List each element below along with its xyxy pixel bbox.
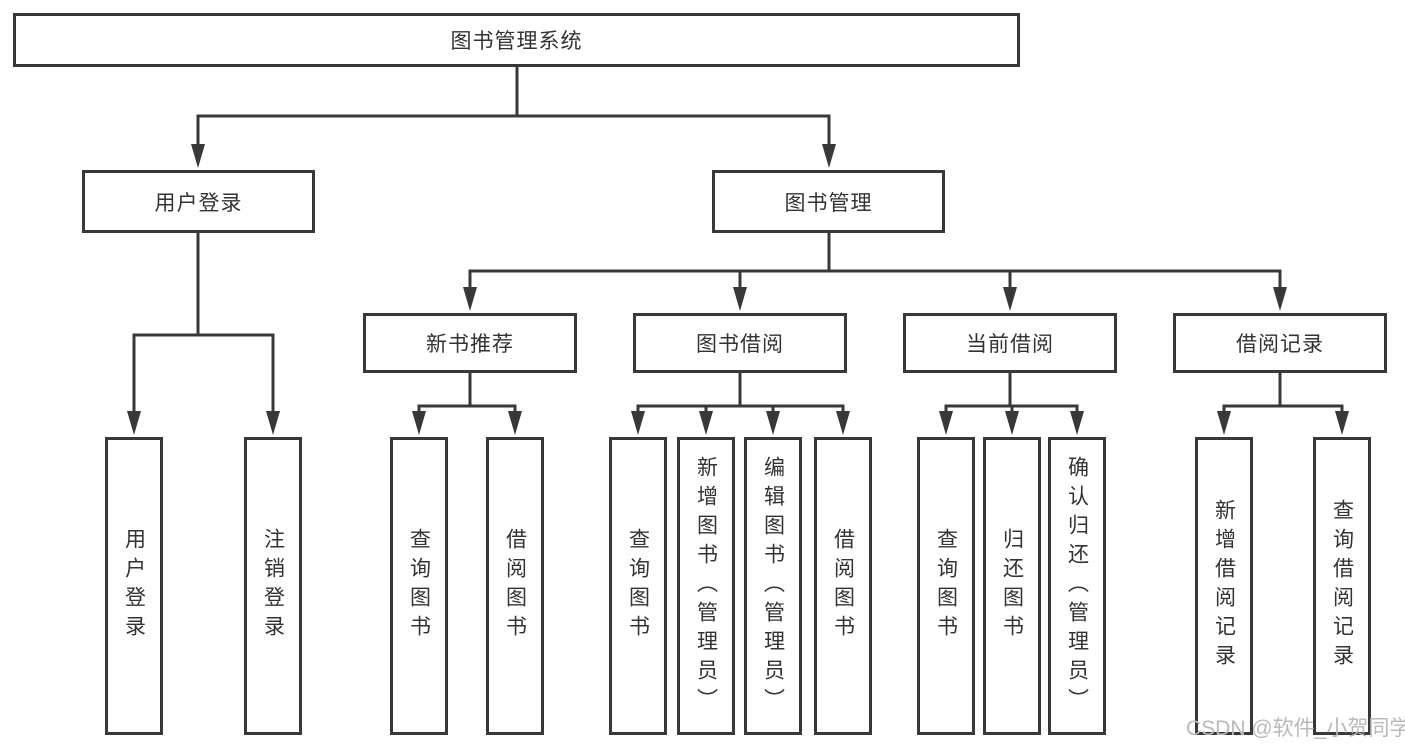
node-label: 确认归还（管理员） xyxy=(1065,455,1089,717)
node-query-borrow-record: 查询借阅记录 xyxy=(1313,437,1371,735)
node-label: 归还图书 xyxy=(1000,528,1024,644)
node-add-book-admin: 新增图书（管理员） xyxy=(677,437,735,735)
node-label: 图书借阅 xyxy=(696,333,784,356)
node-label: 新增图书（管理员） xyxy=(694,455,718,717)
node-borrow-books-borrowing: 借阅图书 xyxy=(814,437,872,735)
node-add-borrow-record: 新增借阅记录 xyxy=(1195,437,1253,735)
node-query-books-borrowing: 查询图书 xyxy=(609,437,667,735)
node-label: 用户登录 xyxy=(154,191,243,215)
node-user-login-leaf: 用户登录 xyxy=(105,437,163,735)
node-query-books-recommend: 查询图书 xyxy=(390,437,448,735)
node-return-books: 归还图书 xyxy=(983,437,1041,735)
node-book-management: 图书管理 xyxy=(712,170,945,233)
node-label: 当前借阅 xyxy=(966,333,1054,356)
node-borrowing-records: 借阅记录 xyxy=(1173,313,1387,373)
node-user-login: 用户登录 xyxy=(82,170,315,233)
connector-new-book-children xyxy=(417,369,517,417)
connector-current-borrowing-children xyxy=(944,369,1079,417)
node-label: 查询借阅记录 xyxy=(1330,499,1354,673)
node-new-book-recommendation: 新书推荐 xyxy=(363,313,577,373)
connector-borrowing-records-children xyxy=(1222,369,1344,417)
node-book-borrowing: 图书借阅 xyxy=(633,313,847,373)
connector-book-borrowing-children xyxy=(636,369,845,417)
node-library-management-system: 图书管理系统 xyxy=(13,13,1020,67)
node-label: 用户登录 xyxy=(122,528,146,644)
node-edit-book-admin: 编辑图书（管理员） xyxy=(744,437,802,735)
node-label: 借阅图书 xyxy=(503,528,527,644)
node-label: 新增借阅记录 xyxy=(1212,499,1236,673)
node-label: 借阅图书 xyxy=(831,528,855,644)
arrowheads xyxy=(127,144,1349,435)
node-label: 借阅记录 xyxy=(1236,333,1324,356)
node-label: 编辑图书（管理员） xyxy=(761,455,785,717)
node-label: 新书推荐 xyxy=(426,333,514,356)
node-label: 注销登录 xyxy=(261,528,285,644)
node-current-borrowing: 当前借阅 xyxy=(903,313,1117,373)
watermark: CSDN @软件_小贺同学 xyxy=(1186,717,1405,740)
node-label: 查询图书 xyxy=(934,528,958,644)
connector-user-login-children xyxy=(132,231,275,417)
node-query-books-current: 查询图书 xyxy=(917,437,975,735)
node-label: 查询图书 xyxy=(626,528,650,644)
node-label: 图书管理 xyxy=(784,191,873,215)
connector-book-management-children xyxy=(468,231,1282,293)
node-confirm-return-admin: 确认归还（管理员） xyxy=(1048,437,1106,735)
node-label: 查询图书 xyxy=(407,528,431,644)
node-borrow-books-recommend: 借阅图书 xyxy=(486,437,544,735)
node-label: 图书管理系统 xyxy=(450,30,583,53)
node-logout: 注销登录 xyxy=(244,437,302,735)
connector-root-to-level2 xyxy=(196,65,831,150)
